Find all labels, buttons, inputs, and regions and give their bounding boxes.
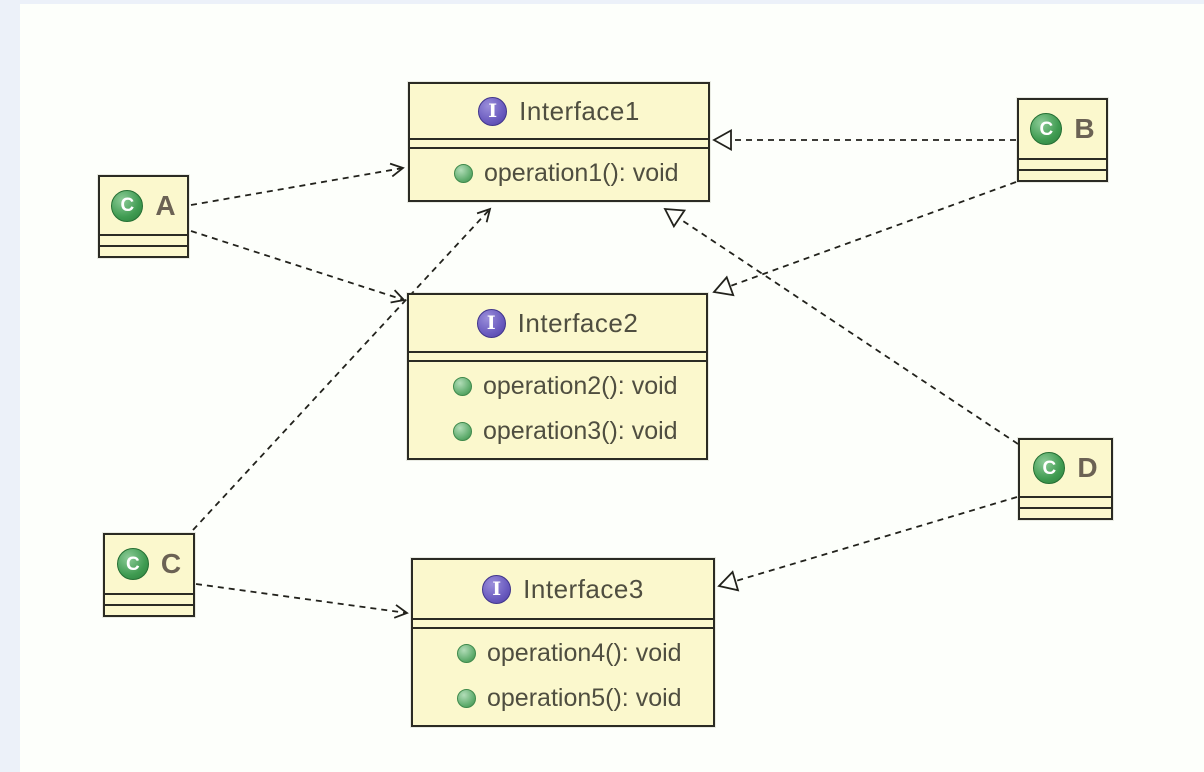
node-interface1[interactable]: I Interface1 operation1(): void <box>408 82 710 202</box>
interface-badge-letter: I <box>488 99 498 122</box>
operation-label: operation2(): void <box>483 372 678 400</box>
class-badge-letter: C <box>126 553 140 575</box>
edge-d-realization-interface3[interactable] <box>717 496 1018 592</box>
class-icon: C <box>111 189 144 222</box>
class-icon: C <box>1030 113 1063 145</box>
interface2-operations-compartment: operation2(): void operation3(): void <box>409 362 706 458</box>
node-class-b[interactable]: C B <box>1017 98 1108 182</box>
operation-label: operation3(): void <box>483 417 678 445</box>
class-b-attributes-compartment <box>1019 158 1106 169</box>
interface1-title: Interface1 <box>519 95 640 126</box>
class-b-title: B <box>1074 113 1095 144</box>
interface-badge-letter: I <box>486 311 496 334</box>
class-icon: C <box>116 548 149 580</box>
class-a-attributes-compartment <box>100 234 187 245</box>
operation-label: operation4(): void <box>487 639 682 667</box>
public-method-icon <box>453 422 472 441</box>
class-c-header: C C <box>105 535 193 593</box>
public-method-icon <box>457 689 476 708</box>
class-d-operations-compartment <box>1020 507 1111 518</box>
interface-icon: I <box>478 96 508 126</box>
public-method-icon <box>454 164 473 183</box>
node-interface2[interactable]: I Interface2 operation2(): void operatio… <box>407 293 708 460</box>
operation-item: operation3(): void <box>453 409 700 454</box>
interface3-title: Interface3 <box>523 573 644 604</box>
class-d-header: C D <box>1020 440 1111 496</box>
interface3-header: I Interface3 <box>413 560 713 618</box>
class-a-header: C A <box>100 177 187 234</box>
interface3-attributes-compartment <box>413 618 713 629</box>
interface2-attributes-compartment <box>409 351 706 362</box>
operation-label: operation5(): void <box>487 684 682 712</box>
class-badge-letter: C <box>120 195 135 216</box>
edge-b-realization-interface2[interactable] <box>712 181 1017 297</box>
interface-icon: I <box>482 574 512 604</box>
edge-a-dependency-interface2[interactable] <box>190 230 406 304</box>
interface1-operations-compartment: operation1(): void <box>410 149 708 200</box>
operation-item: operation4(): void <box>457 631 707 676</box>
node-interface3[interactable]: I Interface3 operation4(): void operatio… <box>411 558 715 727</box>
public-method-icon <box>457 644 476 663</box>
class-b-operations-compartment <box>1019 169 1106 180</box>
class-c-attributes-compartment <box>105 593 193 604</box>
class-d-title: D <box>1077 452 1098 483</box>
node-class-d[interactable]: C D <box>1018 438 1113 520</box>
edge-c-dependency-interface3[interactable] <box>195 583 409 619</box>
class-b-header: C B <box>1019 100 1106 158</box>
window-frame-left <box>0 0 20 772</box>
interface1-attributes-compartment <box>410 138 708 149</box>
operation-item: operation2(): void <box>453 364 700 409</box>
node-class-a[interactable]: C A <box>98 175 189 258</box>
node-class-c[interactable]: C C <box>103 533 195 617</box>
interface-badge-letter: I <box>492 577 502 600</box>
class-badge-letter: C <box>1039 118 1054 140</box>
class-c-title: C <box>160 548 182 579</box>
operation-item: operation5(): void <box>457 676 707 721</box>
operation-item: operation1(): void <box>454 151 702 196</box>
edge-c-dependency-interface1[interactable] <box>192 207 492 531</box>
edge-d-realization-interface1[interactable] <box>663 207 1019 445</box>
class-a-operations-compartment <box>100 245 187 256</box>
class-d-attributes-compartment <box>1020 496 1111 507</box>
interface-icon: I <box>476 308 506 338</box>
class-a-title: A <box>155 189 176 221</box>
class-badge-letter: C <box>1042 457 1057 479</box>
operation-label: operation1(): void <box>484 159 679 187</box>
interface1-header: I Interface1 <box>410 84 708 138</box>
class-c-operations-compartment <box>105 604 193 615</box>
interface3-operations-compartment: operation4(): void operation5(): void <box>413 629 713 725</box>
interface2-header: I Interface2 <box>409 295 706 351</box>
edge-a-dependency-interface1[interactable] <box>190 162 405 206</box>
interface2-title: Interface2 <box>517 307 639 338</box>
class-icon: C <box>1033 452 1066 484</box>
public-method-icon <box>453 377 472 396</box>
window-frame-top <box>0 0 1204 4</box>
